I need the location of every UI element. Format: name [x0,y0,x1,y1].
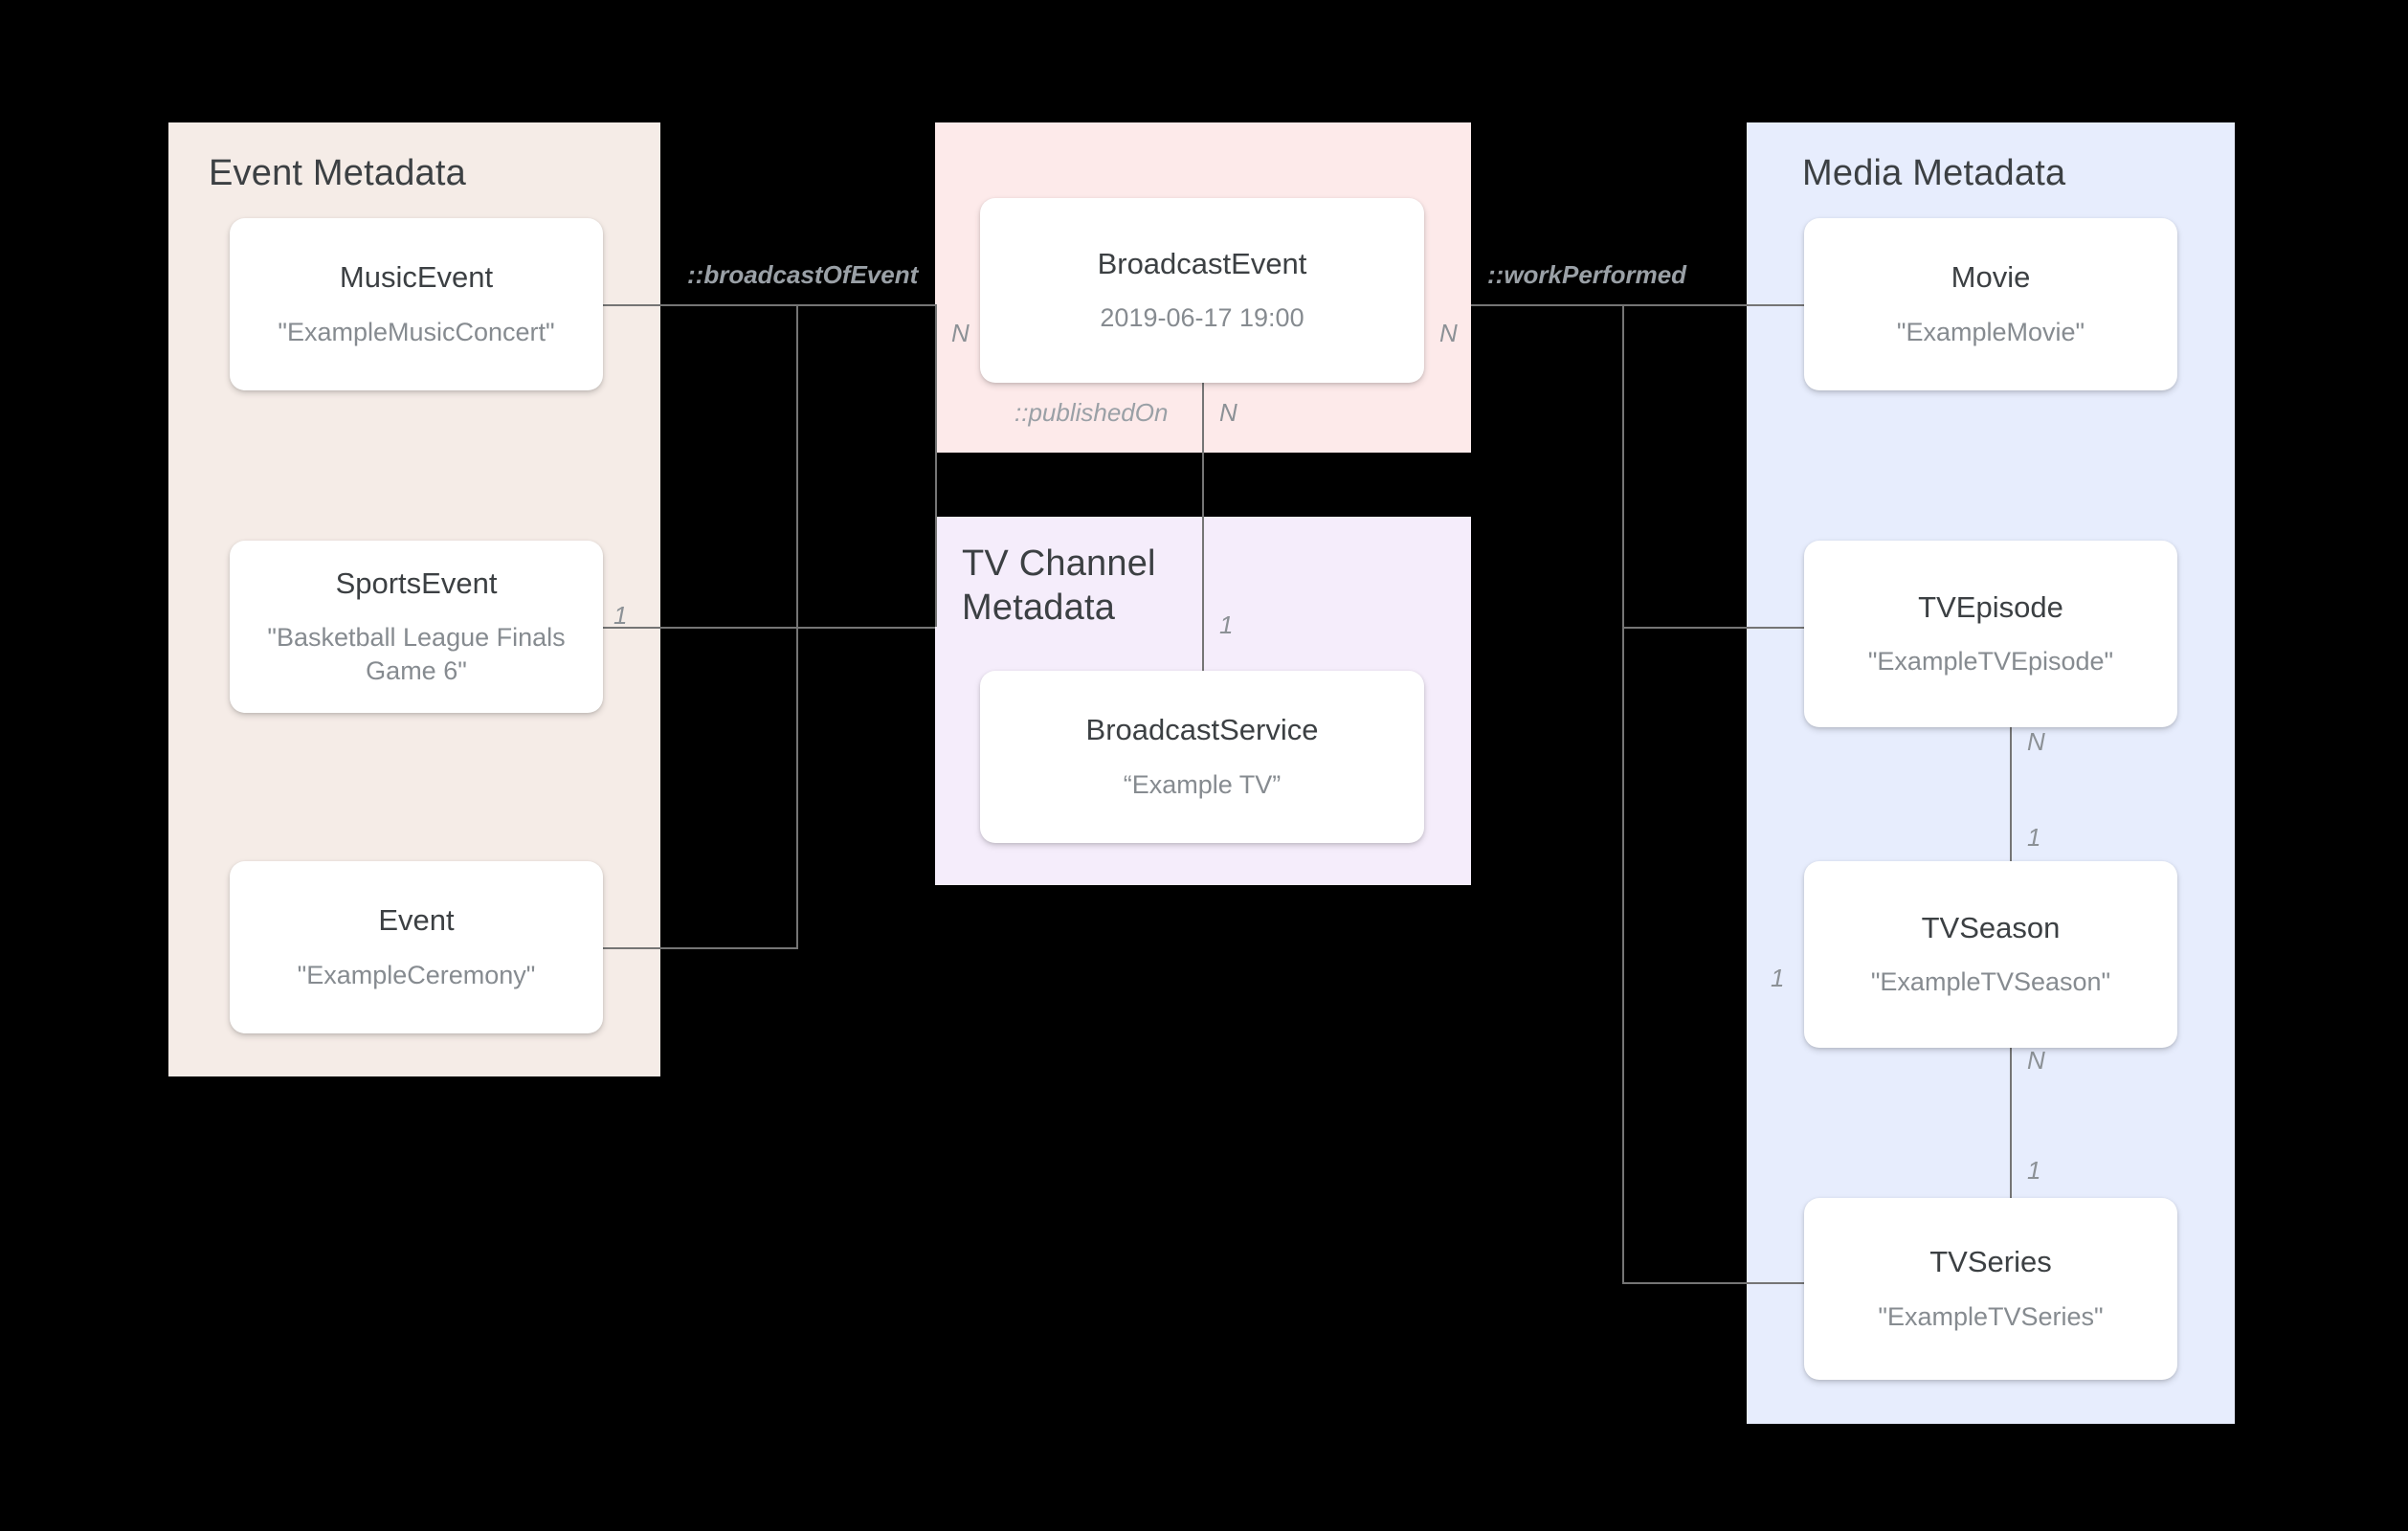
entity-card-tv-season[interactable]: TVSeason "ExampleTVSeason" [1804,861,2177,1048]
cardinality-season-from-episode-one: 1 [2027,823,2041,852]
cardinality-events-to-broadcast-one: 1 [613,601,628,630]
cardinality-series-work-one: 1 [1771,964,1785,992]
entity-card-broadcast-event[interactable]: BroadcastEvent 2019-06-17 19:00 [980,198,1424,383]
connector-movie-to-bus [1622,304,1804,306]
group-title-tv-channel-metadata: TV Channel Metadata [962,544,1156,629]
connector-broadcast-event-to-media [1471,304,1747,306]
entity-value-tv-series: "ExampleTVSeries" [1878,1301,2104,1331]
connector-tv-episode-to-bus [1622,627,1804,629]
entity-value-tv-season: "ExampleTVSeason" [1870,967,2111,997]
connector-bus-to-broadcast-event [796,304,935,306]
cardinality-season-to-series-n: N [2027,1046,2045,1075]
cardinality-episode-to-season-n: N [2027,727,2045,756]
connector-event-to-bus [603,947,796,949]
entity-type-sports-event: SportsEvent [335,566,498,600]
entity-type-movie: Movie [1951,260,2031,295]
entity-card-tv-series[interactable]: TVSeries "ExampleTVSeries" [1804,1198,2177,1380]
entity-type-tv-episode: TVEpisode [1918,589,2063,624]
connector-tv-series-to-bus [1622,1282,1804,1284]
connector-sports-event-to-broadcast [603,627,935,629]
entity-value-music-event: "ExampleMusicConcert" [278,317,555,346]
cardinality-series-from-season-one: 1 [2027,1156,2041,1185]
connector-tv-episode-to-tv-season [2010,727,2012,909]
group-title-media-metadata: Media Metadata [1802,153,2066,193]
connector-music-event-to-bus [603,304,796,306]
entity-card-music-event[interactable]: MusicEvent "ExampleMusicConcert" [230,218,603,390]
connector-media-bus-vertical [1622,304,1624,1282]
cardinality-broadcast-service-one: 1 [1219,610,1234,639]
entity-type-tv-season: TVSeason [1921,910,2061,944]
entity-value-broadcast-service: “Example TV” [1123,769,1282,799]
entity-card-broadcast-service[interactable]: BroadcastService “Example TV” [980,671,1424,843]
entity-value-tv-episode: "ExampleTVEpisode" [1867,647,2114,677]
entity-type-event: Event [378,903,455,938]
relation-label-published-on: ::publishedOn [1014,398,1169,427]
entity-type-broadcast-service: BroadcastService [1085,713,1319,747]
connector-tv-season-to-tv-series [2010,1048,2012,1201]
group-title-event-metadata: Event Metadata [209,153,466,193]
entity-type-music-event: MusicEvent [339,260,494,295]
entity-value-movie: "ExampleMovie" [1896,317,2085,346]
relation-label-work-performed: ::workPerformed [1487,260,1687,289]
relation-label-broadcast-of-event: ::broadcastOfEvent [687,260,919,289]
entity-value-broadcast-event: 2019-06-17 19:00 [1100,303,1304,333]
entity-card-movie[interactable]: Movie "ExampleMovie" [1804,218,2177,390]
entity-value-sports-event: "Basketball League Finals Game 6" [267,623,566,686]
cardinality-published-on-n: N [1219,398,1237,427]
connector-broadcast-left-riser [935,304,937,627]
entity-type-tv-series: TVSeries [1929,1245,2052,1279]
cardinality-broadcast-right-n: N [1439,319,1458,347]
entity-card-event[interactable]: Event "ExampleCeremony" [230,861,603,1033]
entity-type-broadcast-event: BroadcastEvent [1097,246,1307,280]
cardinality-broadcast-left-n: N [951,319,970,347]
entity-card-sports-event[interactable]: SportsEvent "Basketball League Finals Ga… [230,541,603,713]
entity-value-event: "ExampleCeremony" [297,960,536,989]
entity-card-tv-episode[interactable]: TVEpisode "ExampleTVEpisode" [1804,541,2177,727]
connector-broadcast-event-to-service [1202,383,1204,671]
